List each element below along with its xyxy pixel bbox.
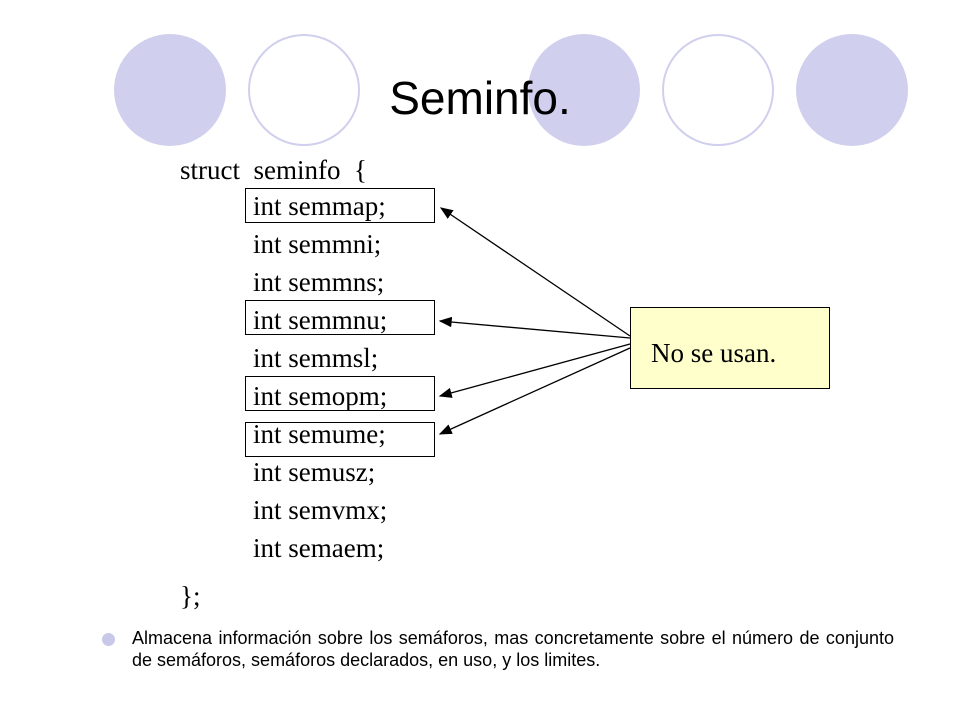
decor-circle-5 [796, 34, 908, 146]
decor-circle-2 [248, 34, 360, 146]
arrow-semmnu [438, 316, 631, 339]
field-line: int semume; [253, 419, 386, 449]
field-line: int semmns; [253, 267, 385, 297]
highlight-box-semmap [245, 188, 435, 223]
bullet-text: Almacena información sobre los semáforos… [132, 628, 894, 670]
field-line: int semmsl; [253, 343, 379, 373]
field-line: int semvmx; [253, 495, 388, 525]
arrow-semmap [439, 207, 631, 337]
struct-open: struct seminfo { [180, 155, 367, 185]
field-line: int semusz; [253, 457, 376, 487]
field-line: int semmnu; [253, 305, 388, 335]
arrow-semopm [438, 343, 631, 398]
bullet-item: Almacena información sobre los semáforos… [102, 627, 894, 671]
field-line: int semopm; [253, 381, 388, 411]
callout-box: No se usan. [630, 307, 830, 389]
highlight-box-semopm [245, 376, 435, 411]
decor-circle-3 [528, 34, 640, 146]
highlight-box-semmnu [245, 300, 435, 335]
field-line: int semmni; [253, 229, 382, 259]
slide-title: Seminfo. [389, 72, 571, 124]
field-line: int semaem; [253, 533, 385, 563]
decor-circle-1 [114, 34, 226, 146]
field-line: int semmap; [253, 191, 386, 221]
struct-close: }; [180, 581, 201, 611]
decor-circle-4 [662, 34, 774, 146]
bullet-icon [102, 633, 115, 646]
arrow-semume [438, 347, 631, 435]
highlight-box-semume [245, 422, 435, 457]
